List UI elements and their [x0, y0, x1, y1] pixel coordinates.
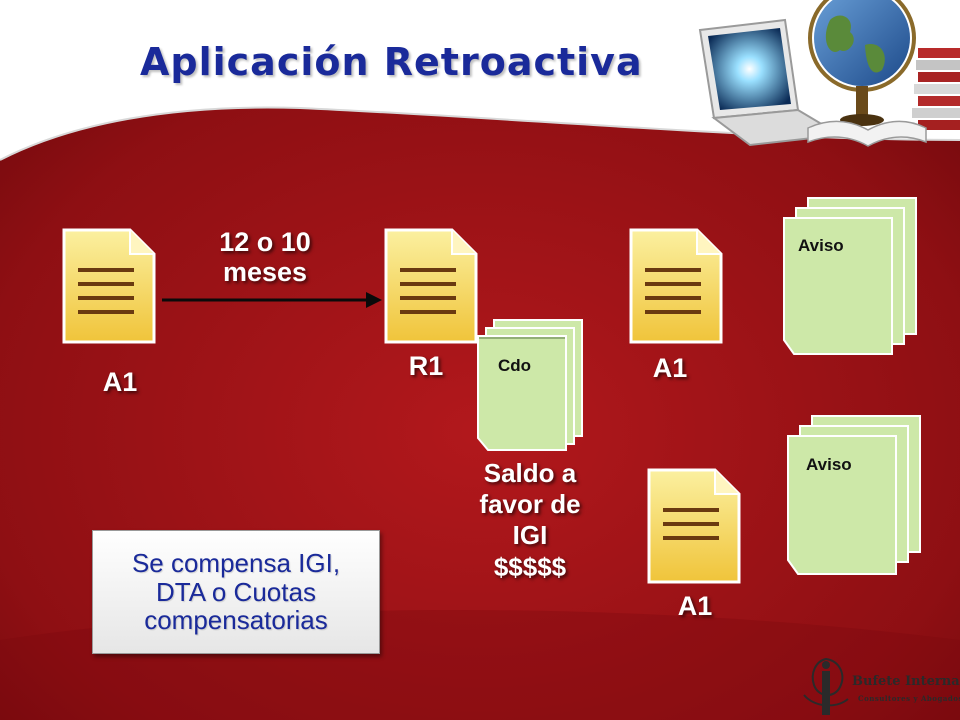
doc-label-a1-bottom: A1: [677, 591, 713, 621]
saldo-label: Saldo a favor de IGI $$$$$: [479, 458, 581, 582]
books-icon: [912, 48, 960, 130]
stack-icon-cdo: [477, 319, 583, 451]
stack-label-cdo: Cdo: [498, 356, 532, 375]
logo-subtitle: Consultores y Abogados: [858, 694, 960, 703]
open-book-icon: [807, 120, 927, 147]
document-icon-r1: [384, 228, 478, 344]
document-icon-a1-bottom: [647, 468, 741, 584]
document-icon-a1-left: [62, 228, 156, 344]
doc-label-a1-middle: A1: [652, 353, 688, 383]
stack-label-aviso-bottom: Aviso: [806, 455, 852, 474]
stack-icon-aviso-bottom: [787, 415, 921, 575]
slide-title: Aplicación Retroactiva: [140, 40, 643, 84]
arrow-a1-to-r1: [162, 292, 382, 308]
document-icon-a1-middle: [629, 228, 723, 344]
stack-icon-aviso-top: [783, 197, 917, 355]
doc-label-a1-left: A1: [102, 367, 138, 397]
compensation-note-text: Se compensa IGI, DTA o Cuotas compensato…: [131, 548, 341, 636]
arrow-label: 12 o 10 meses: [219, 227, 311, 287]
laptop-globe-books-picture: [698, 0, 960, 147]
doc-label-r1: R1: [408, 351, 444, 381]
logo-name: Bufete Internacional: [852, 674, 960, 689]
globe-icon: [808, 0, 916, 126]
bufete-logo-icon: [803, 657, 849, 715]
compensation-note-box: Se compensa IGI, DTA o Cuotas compensato…: [92, 530, 380, 654]
stack-label-aviso-top: Aviso: [798, 236, 844, 255]
